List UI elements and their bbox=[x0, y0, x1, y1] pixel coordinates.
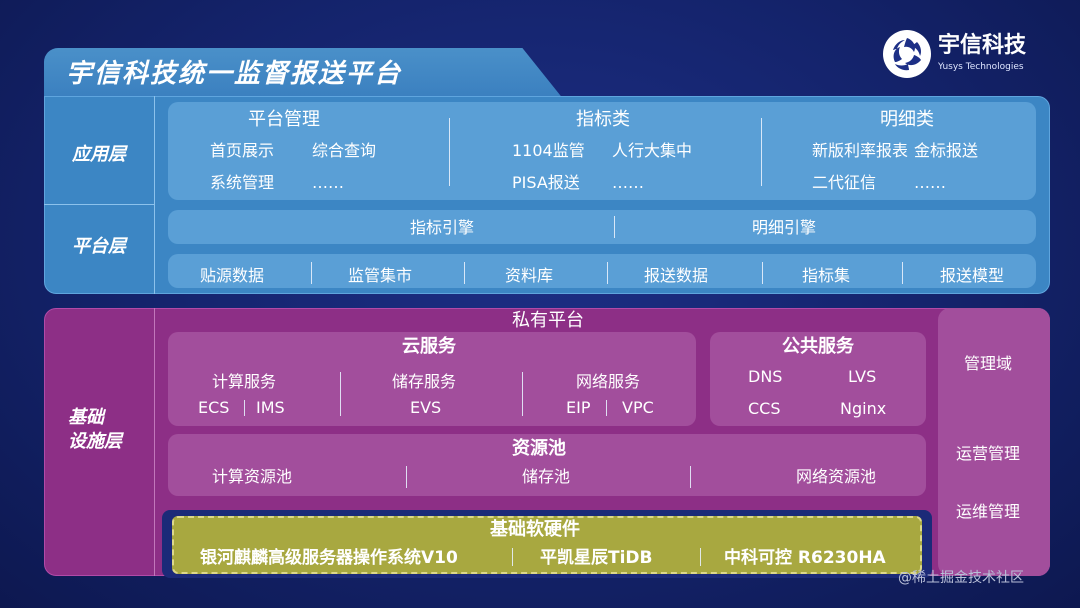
app-item: 首页展示 bbox=[210, 141, 275, 160]
market-separator bbox=[902, 262, 903, 284]
market-box bbox=[168, 254, 1036, 288]
infra-label-line1: 基础 bbox=[68, 407, 104, 428]
market-item: 资料库 bbox=[505, 266, 554, 285]
management-item: 运营管理 bbox=[956, 444, 1021, 463]
market-separator bbox=[762, 262, 763, 284]
service-separator bbox=[522, 372, 523, 416]
app-item: 二代征信 bbox=[812, 173, 877, 192]
app-item: 1104监管 bbox=[512, 141, 585, 160]
network-service-title: 网络服务 bbox=[576, 372, 641, 391]
hardware-item: 平凯星辰TiDB bbox=[540, 548, 653, 568]
hardware-title: 基础软硬件 bbox=[490, 519, 580, 540]
app-item: …… bbox=[914, 173, 946, 192]
platform-layer-label: 平台层 bbox=[72, 236, 126, 257]
hardware-separator bbox=[700, 548, 701, 566]
infra-layer-label: 基础 设施层 bbox=[44, 406, 154, 454]
market-separator bbox=[464, 262, 465, 284]
market-separator bbox=[607, 262, 608, 284]
layer-divider bbox=[44, 204, 154, 205]
label-divider bbox=[154, 96, 155, 294]
engine-box bbox=[168, 210, 1036, 244]
app-item: …… bbox=[312, 173, 344, 192]
logo-subtitle: Yusys Technologies bbox=[938, 62, 1024, 72]
app-item: 金标报送 bbox=[914, 141, 979, 160]
pool-item: 计算资源池 bbox=[212, 467, 293, 486]
pool-separator bbox=[690, 466, 691, 488]
storage-service-title: 储存服务 bbox=[392, 372, 457, 391]
logo bbox=[883, 30, 931, 78]
label-divider bbox=[154, 308, 155, 576]
pool-item: 储存池 bbox=[522, 467, 571, 486]
app-item: …… bbox=[612, 173, 644, 192]
yusys-logo-icon bbox=[893, 38, 921, 71]
service-separator bbox=[340, 372, 341, 416]
market-item: 监管集市 bbox=[348, 266, 413, 285]
app-item: 新版利率报表 bbox=[812, 141, 909, 160]
public-services-box bbox=[710, 332, 926, 426]
app-item: 综合查询 bbox=[312, 141, 377, 160]
compute-item: ECS bbox=[198, 398, 230, 417]
hardware-item: 中科可控 R6230HA bbox=[724, 548, 886, 568]
app-layer-label: 应用层 bbox=[72, 144, 126, 165]
group-title-metrics: 指标类 bbox=[576, 109, 630, 130]
engine-separator bbox=[614, 216, 615, 238]
title-tab bbox=[44, 48, 564, 100]
market-item: 报送数据 bbox=[644, 266, 709, 285]
watermark: @稀土掘金技术社区 bbox=[898, 570, 1024, 586]
group-separator bbox=[761, 118, 762, 186]
app-item: 系统管理 bbox=[210, 173, 275, 192]
engine-item: 明细引擎 bbox=[752, 218, 817, 237]
hardware-item: 银河麒麟高级服务器操作系统V10 bbox=[200, 548, 458, 568]
market-separator bbox=[311, 262, 312, 284]
pool-item: 网络资源池 bbox=[796, 467, 877, 486]
page-title: 宇信科技统一监督报送平台 bbox=[66, 59, 403, 89]
resource-pool-title: 资源池 bbox=[512, 438, 566, 459]
management-box bbox=[938, 308, 1050, 576]
public-item: Nginx bbox=[840, 399, 887, 418]
group-separator bbox=[449, 118, 450, 186]
engine-item: 指标引擎 bbox=[410, 218, 475, 237]
storage-item: EVS bbox=[410, 398, 442, 417]
management-item: 运维管理 bbox=[956, 502, 1021, 521]
market-item: 指标集 bbox=[802, 266, 851, 285]
infra-label-line2: 设施层 bbox=[68, 431, 122, 452]
private-platform-label: 私有平台 bbox=[512, 310, 584, 331]
public-services-title: 公共服务 bbox=[782, 336, 854, 357]
management-item: 管理域 bbox=[964, 354, 1013, 373]
app-item: PISA报送 bbox=[512, 173, 580, 192]
pool-separator bbox=[406, 466, 407, 488]
hardware-separator bbox=[512, 548, 513, 566]
item-separator bbox=[606, 400, 607, 416]
item-separator bbox=[244, 400, 245, 416]
compute-item: IMS bbox=[256, 398, 285, 417]
market-item: 贴源数据 bbox=[200, 266, 265, 285]
group-title-details: 明细类 bbox=[880, 109, 934, 130]
market-item: 报送模型 bbox=[940, 266, 1005, 285]
app-layer-box bbox=[168, 102, 1036, 200]
group-title-platform-mgmt: 平台管理 bbox=[248, 109, 320, 130]
network-item: EIP bbox=[566, 398, 591, 417]
logo-name: 宇信科技 bbox=[938, 33, 1027, 58]
public-item: DNS bbox=[748, 367, 783, 386]
cloud-services-title: 云服务 bbox=[402, 336, 456, 357]
hardware-box bbox=[172, 516, 922, 574]
public-item: LVS bbox=[848, 367, 877, 386]
cloud-services-box bbox=[168, 332, 696, 426]
public-item: CCS bbox=[748, 399, 781, 418]
resource-pool-box bbox=[168, 434, 926, 496]
network-item: VPC bbox=[622, 398, 654, 417]
app-item: 人行大集中 bbox=[612, 141, 693, 160]
compute-service-title: 计算服务 bbox=[212, 372, 277, 391]
